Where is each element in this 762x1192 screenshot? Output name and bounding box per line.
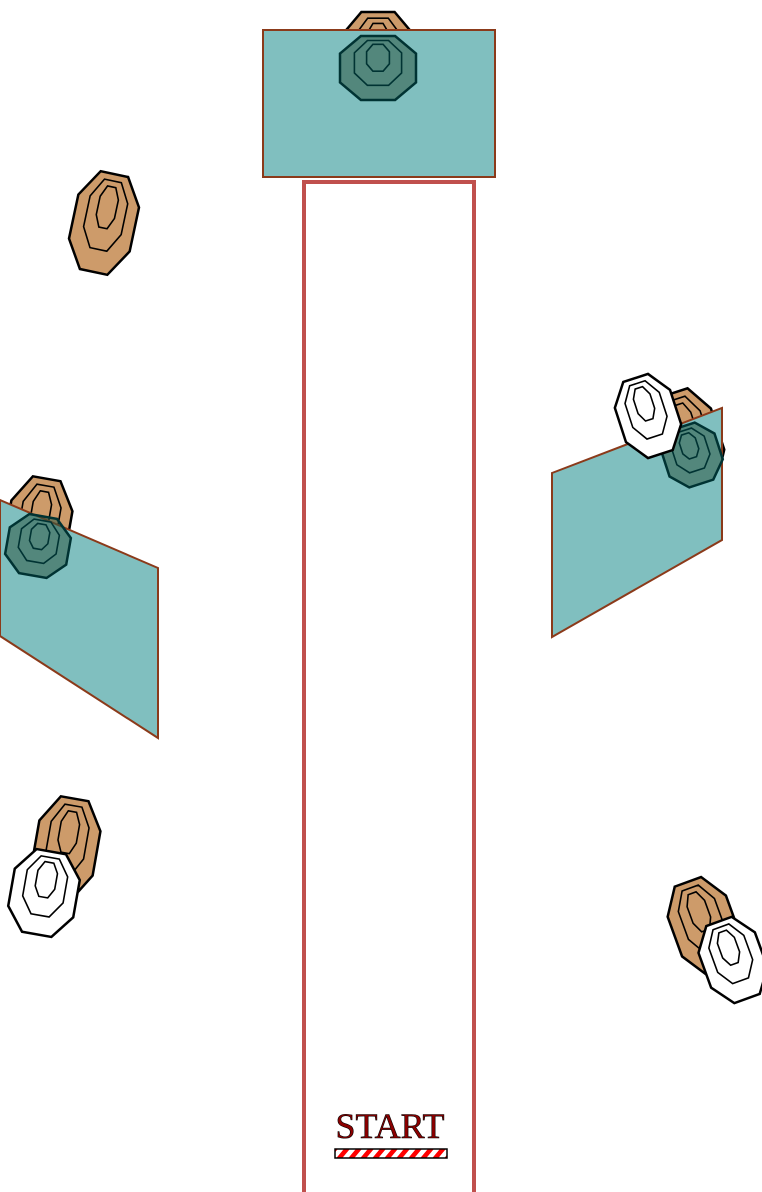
start-marker: START <box>334 1106 448 1159</box>
hard-cover-target-top <box>338 34 418 102</box>
paper-target-upper-left-zone-c <box>82 178 129 253</box>
no-shoot-target-lower-left <box>6 847 82 939</box>
paper-target-upper-left-body <box>67 169 141 277</box>
no-shoot-target-lower-right-zone-c <box>708 923 754 985</box>
hard-cover-target-top-zone-c <box>353 39 403 87</box>
hard-cover-target-left-zone-a <box>28 522 51 551</box>
hard-cover-target-left-zone-c <box>17 518 61 565</box>
no-shoot-target-lower-right-body <box>697 915 762 1005</box>
hard-cover-target-top-zone-a <box>365 43 391 72</box>
start-label: START <box>336 1106 445 1146</box>
no-shoot-target-lower-right <box>697 915 762 1005</box>
hard-cover-target-right-zone-c <box>670 427 711 474</box>
no-shoot-target-lower-left-body <box>6 847 82 939</box>
no-shoot-target-right <box>613 372 683 460</box>
hard-cover-target-right-zone-a <box>678 431 700 460</box>
paper-target-upper-left-zone-a <box>95 185 120 230</box>
no-shoot-target-right-zone-a <box>632 385 656 422</box>
hard-cover-target-top-body <box>338 34 418 102</box>
no-shoot-target-lower-left-zone-a <box>34 860 59 899</box>
no-shoot-target-right-body <box>613 372 683 460</box>
paper-target-upper-left <box>67 169 141 277</box>
start-line <box>334 1148 448 1159</box>
paper-target-lower-left-zone-a <box>57 809 81 855</box>
no-shoot-target-lower-left-zone-c <box>21 854 69 918</box>
no-shoot-target-right-zone-c <box>624 379 668 440</box>
no-shoot-target-lower-right-zone-a <box>716 929 741 967</box>
shooting-area <box>302 180 476 1192</box>
hard-cover-target-left <box>3 512 73 580</box>
